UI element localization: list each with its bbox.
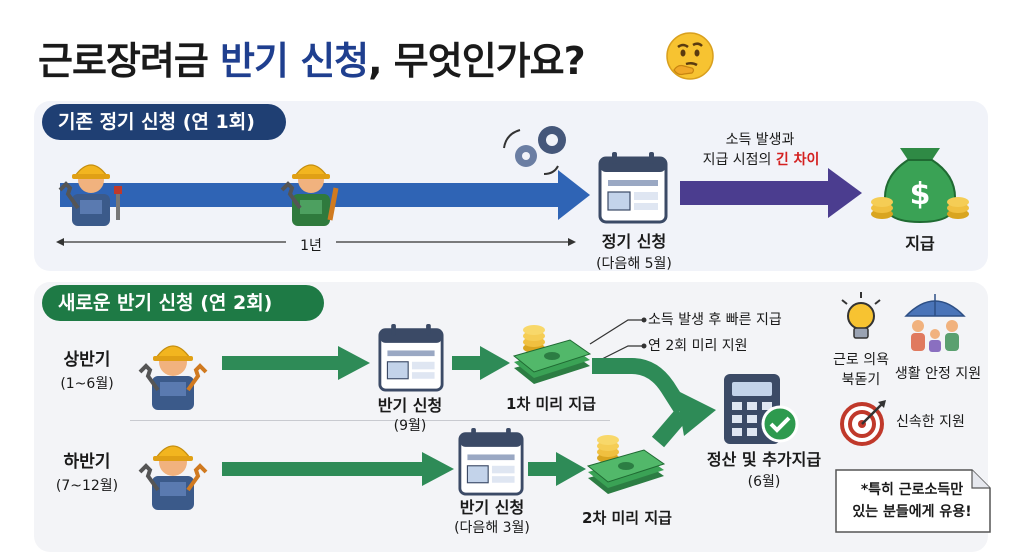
year-label: 1년 [286, 236, 336, 256]
delay-arrow [680, 168, 862, 218]
row-divider [130, 420, 610, 421]
section-half-badge: 새로운 반기 신청 (연 2회) [42, 285, 324, 321]
apply1-to-pay1-arrow [452, 346, 510, 380]
half-apply2-sub: (다음해 3월) [454, 520, 530, 536]
title-highlight: 반기 신청 [220, 39, 369, 83]
svg-text:$: $ [910, 177, 931, 212]
benefit-fast: 신속한 지원 [896, 414, 965, 430]
gap-text-prefix: 지급 시점의 [702, 152, 776, 168]
regular-apply-label: 정기 신청 [601, 232, 667, 251]
regular-apply-sub: (다음해 5월) [596, 256, 672, 272]
benefit-stability: 생활 안정 지원 [894, 366, 982, 382]
lightbulb-icon [841, 292, 881, 339]
title-rest: , 무엇인가요? [368, 39, 586, 83]
merge-arrow [592, 358, 716, 448]
first-half-label: 상반기 [63, 350, 111, 370]
section-regular-badge: 기존 정기 신청 (연 1회) [42, 104, 286, 140]
tip-note-box [835, 469, 991, 533]
cash-stack-icon [586, 435, 666, 494]
pay1-label: 1차 미리 지급 [506, 395, 596, 413]
family-umbrella-icon [904, 294, 966, 352]
note-fast-pay: 소득 발생 후 빠른 지급 [648, 312, 782, 328]
first-half-arrow [222, 346, 370, 380]
second-half-label: 하반기 [63, 452, 111, 472]
pay-label: 지급 [905, 234, 935, 253]
half-apply1-sub: (9월) [393, 418, 427, 434]
benefit-motivation-line1: 근로 의욕 [833, 352, 889, 368]
note-pointer-lines [589, 317, 647, 361]
settle-label: 정산 및 추가지급 [706, 450, 822, 469]
gears-icon [503, 126, 566, 175]
thinking-face-icon [666, 32, 714, 80]
calendar-form-icon [458, 428, 524, 496]
pay2-label: 2차 미리 지급 [582, 509, 672, 527]
tip-line2: 있는 분들에게 유용! [852, 504, 972, 520]
tip-line1: *특히 근로소득만 [860, 482, 964, 498]
calendar-form-icon [378, 324, 444, 392]
cash-stack-icon [512, 325, 592, 384]
half-apply1-label: 반기 신청 [377, 396, 443, 415]
worker-icon [280, 164, 339, 226]
gap-text-line1: 소득 발생과 [725, 132, 795, 148]
note-twice-support: 연 2회 미리 지원 [648, 338, 748, 354]
second-half-sub: (7~12월) [55, 478, 119, 494]
settle-sub: (6월) [747, 474, 781, 490]
title-main: 근로장려금 [38, 39, 209, 83]
gap-text-highlight: 긴 차이 [775, 152, 820, 168]
apply2-to-pay2-arrow [528, 452, 586, 486]
first-half-sub: (1~6월) [60, 376, 114, 392]
money-bag-icon: $ [871, 148, 969, 224]
second-half-arrow [222, 452, 454, 486]
page-title: 근로장려금 반기 신청, 무엇인가요? [38, 30, 586, 85]
target-icon [840, 400, 886, 446]
benefit-motivation-line2: 북돋기 [841, 372, 881, 388]
worker-icon [138, 445, 208, 510]
calculator-check-icon [724, 374, 799, 444]
calendar-form-icon [598, 152, 668, 224]
worker-icon [138, 345, 208, 410]
worker-icon [58, 164, 122, 226]
gap-text-line2: 지급 시점의 긴 차이 [666, 150, 856, 170]
half-apply2-label: 반기 신청 [459, 498, 525, 517]
